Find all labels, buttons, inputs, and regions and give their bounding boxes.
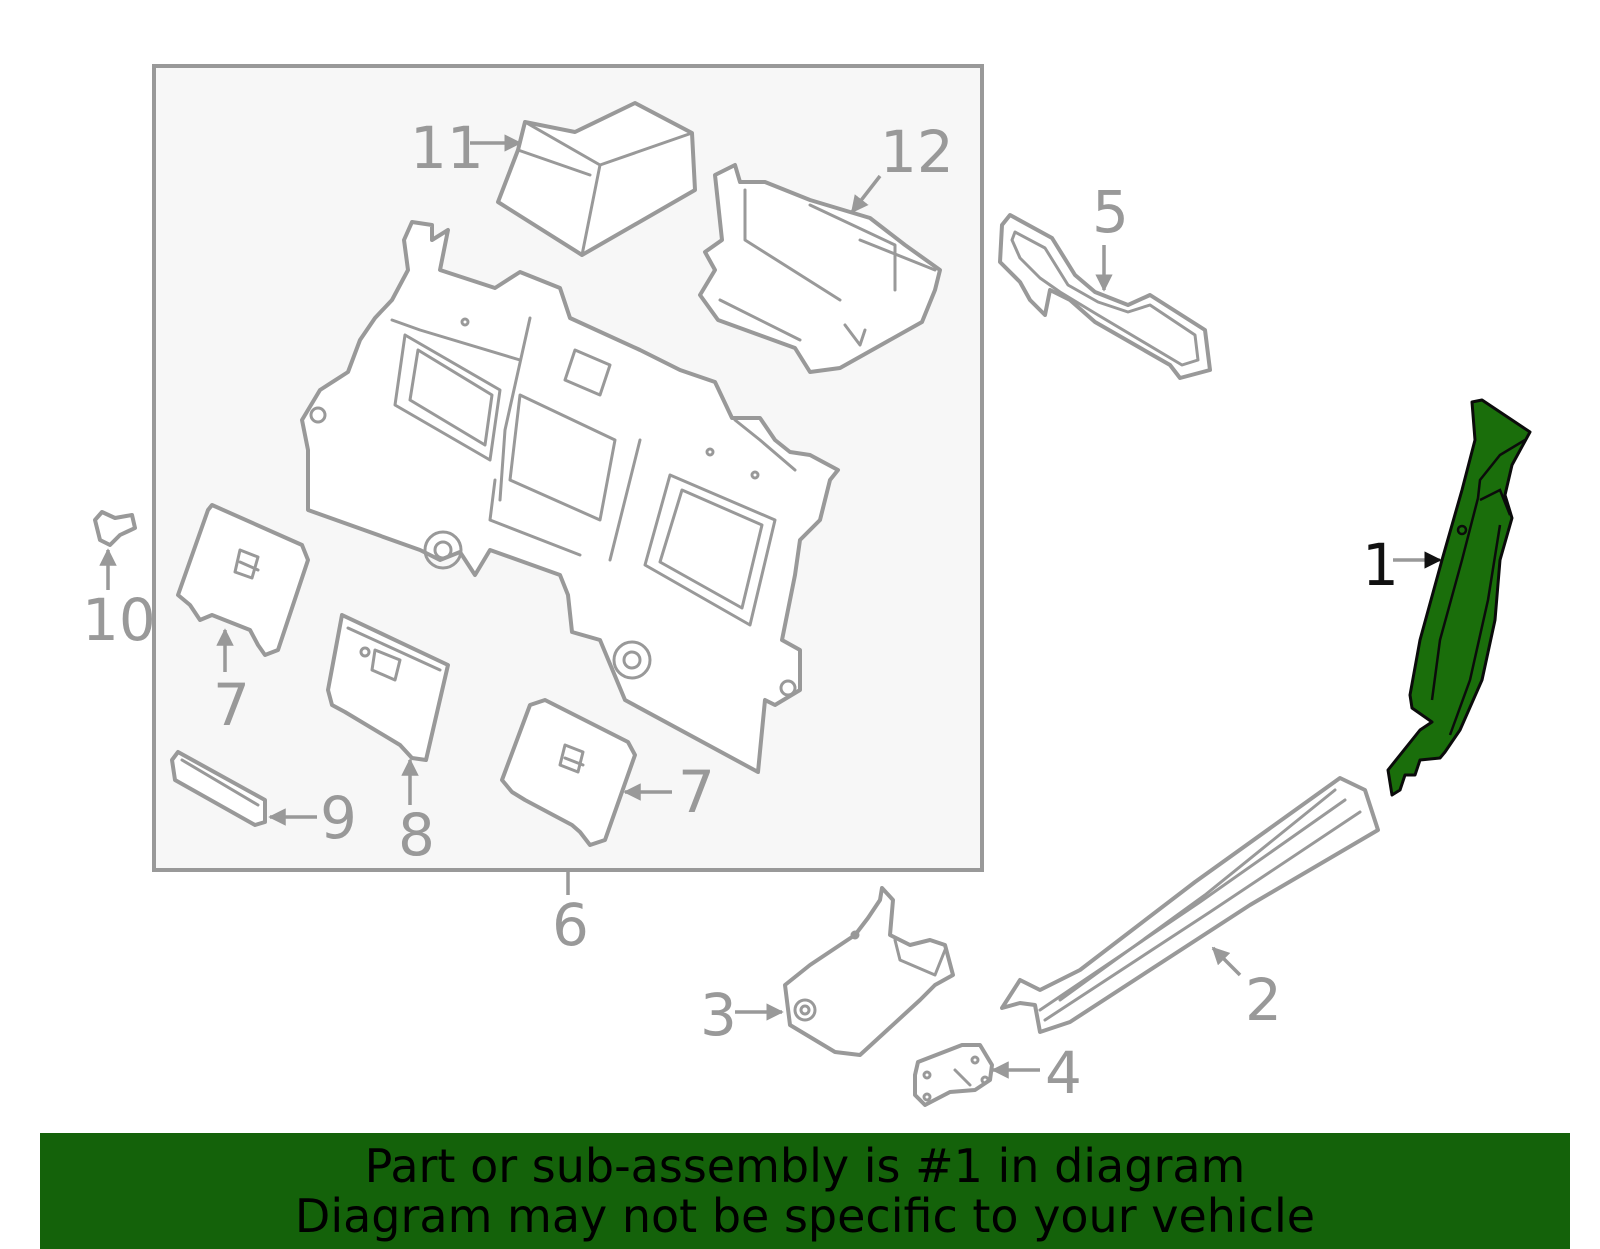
callout-3: 3 [700,981,737,1049]
leader-2 [1211,946,1242,977]
callout-8: 8 [398,801,435,869]
part-9-clip-strip[interactable] [170,750,267,827]
info-banner: Part or sub-assembly is #1 in diagram Di… [40,1133,1570,1249]
callout-7-left: 7 [213,671,250,739]
part-11-storage-bin[interactable] [496,101,697,257]
part-1-pillar-trim[interactable] [1386,398,1532,797]
callout-2: 2 [1245,966,1282,1034]
part-7-cover-right[interactable] [500,698,637,847]
callout-12: 12 [880,118,954,186]
part-5-bracket[interactable] [998,213,1212,380]
callout-7-right: 7 [678,758,715,826]
part-12-side-panel[interactable] [698,163,942,374]
banner-line-2: Diagram may not be specific to your vehi… [294,1189,1316,1243]
part-6-rear-trim-panel[interactable] [300,220,840,774]
leader-12 [850,174,882,214]
part-10-push-pin[interactable] [93,510,137,547]
part-2-scuff-plate[interactable] [1000,776,1380,1034]
part-8-cover[interactable] [326,613,450,762]
callout-10: 10 [82,586,156,654]
callout-4: 4 [1045,1039,1082,1107]
callout-11: 11 [410,114,484,182]
banner-line-1: Part or sub-assembly is #1 in diagram [364,1139,1246,1193]
callout-9: 9 [320,784,357,852]
callout-5: 5 [1092,178,1129,246]
part-4-bracket-plate[interactable] [913,1043,994,1107]
part-7-cover-left[interactable] [176,503,310,657]
callout-6: 6 [552,891,589,959]
callout-1: 1 [1362,531,1399,599]
part-3-kick-panel[interactable] [783,886,955,1057]
